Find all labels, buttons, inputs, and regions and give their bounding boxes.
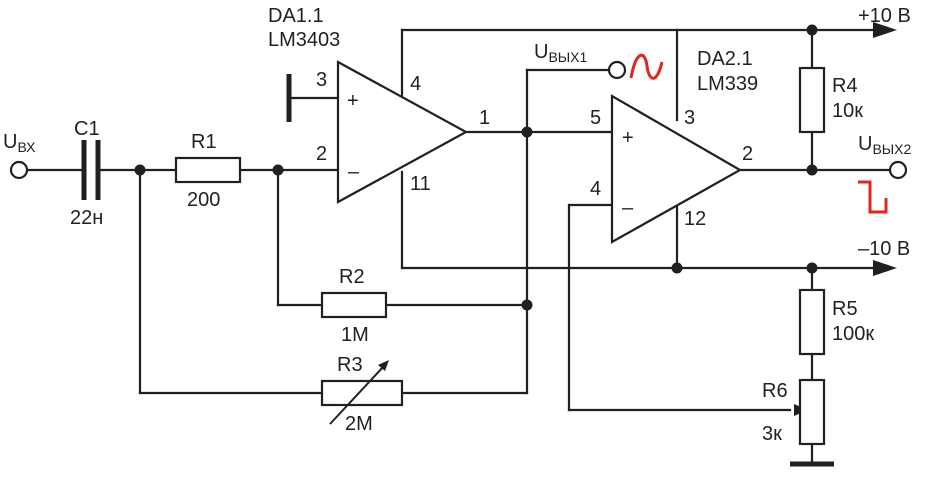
wires xyxy=(25,28,892,464)
da2-minus-sign: – xyxy=(622,197,634,219)
da1-part: LM3403 xyxy=(268,29,340,51)
da1-pin-plus: 3 xyxy=(316,69,327,91)
r3-value: 2M xyxy=(345,413,373,435)
input-voltage-label: UВХ xyxy=(3,131,36,155)
da1-ref: DA1.1 xyxy=(268,5,324,27)
c1-ref: C1 xyxy=(74,118,100,140)
da2-pin-out: 2 xyxy=(742,143,753,165)
variable-resistor-r3 xyxy=(320,360,404,425)
da2-pin-vcc: 3 xyxy=(684,107,695,129)
da2-ref: DA2.1 xyxy=(697,48,753,70)
r6-ref: R6 xyxy=(762,380,788,402)
capacitor-c1 xyxy=(81,140,101,200)
c1-value: 22н xyxy=(70,207,103,229)
da2-part: LM339 xyxy=(697,73,758,95)
r2-value: 1M xyxy=(341,324,369,346)
opamp-da1 xyxy=(336,60,469,204)
r4-ref: R4 xyxy=(832,75,858,97)
output2-terminal xyxy=(888,160,908,180)
output2-voltage-label: UВЫХ2 xyxy=(858,133,912,157)
junctions xyxy=(134,24,818,311)
da2-pin-plus: 5 xyxy=(590,107,601,129)
supply-pos-arrow-icon xyxy=(873,22,897,38)
output1-voltage-label: UВЫХ1 xyxy=(534,41,588,65)
da1-plus-sign: + xyxy=(347,90,359,112)
r6-value: 3к xyxy=(762,423,782,445)
da2-pin-minus: 4 xyxy=(590,178,601,200)
da1-pin-out: 1 xyxy=(479,107,490,129)
da2-pin-vee: 12 xyxy=(684,208,706,230)
da1-pin-minus: 2 xyxy=(316,143,327,165)
output1-terminal xyxy=(607,60,627,80)
r4-value: 10к xyxy=(832,100,863,122)
potentiometer-r6 xyxy=(798,378,826,446)
da2-plus-sign: + xyxy=(622,127,634,149)
supply-pos-label: +10 В xyxy=(858,5,911,27)
da1-pin-vcc: 4 xyxy=(410,73,421,95)
supply-neg-arrow-icon xyxy=(873,260,897,276)
resistor-r2 xyxy=(320,291,388,319)
r1-ref: R1 xyxy=(191,131,217,153)
da1-minus-sign: – xyxy=(348,161,360,183)
comparator-da2 xyxy=(610,94,743,244)
r1-value: 200 xyxy=(187,189,220,211)
supply-neg-label: –10 В xyxy=(858,238,910,260)
da1-pin-vee: 11 xyxy=(410,173,431,195)
r2-ref: R2 xyxy=(339,266,365,288)
square-wave-icon xyxy=(858,180,888,214)
r3-ref: R3 xyxy=(337,354,363,376)
r5-ref: R5 xyxy=(832,298,858,320)
resistor-r4 xyxy=(798,66,826,134)
r5-value: 100к xyxy=(832,323,874,345)
resistor-r5 xyxy=(798,288,826,356)
input-terminal xyxy=(9,160,29,180)
sine-wave-icon xyxy=(629,53,664,80)
resistor-r1 xyxy=(174,156,242,184)
